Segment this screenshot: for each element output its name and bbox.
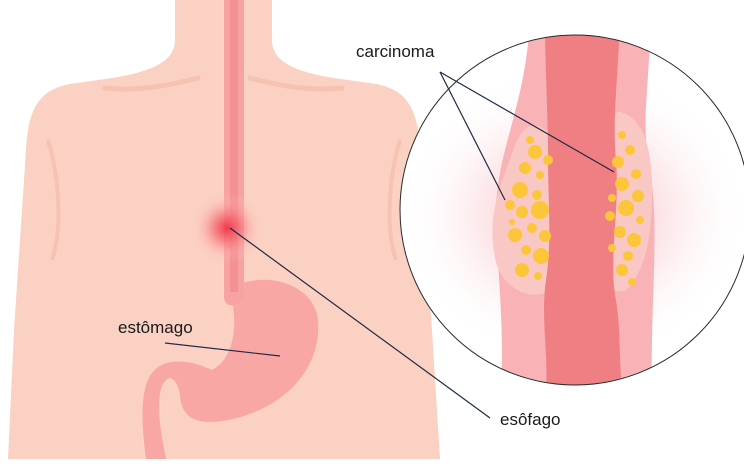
zoom-inset	[400, 20, 744, 400]
carcinoma-label: carcinoma	[356, 42, 434, 62]
tumor-site-marker	[191, 192, 263, 264]
stomach-label: estômago	[118, 318, 193, 338]
esophagus-lumen-zoom	[544, 20, 624, 400]
esophagus-label: esôfago	[500, 410, 561, 430]
